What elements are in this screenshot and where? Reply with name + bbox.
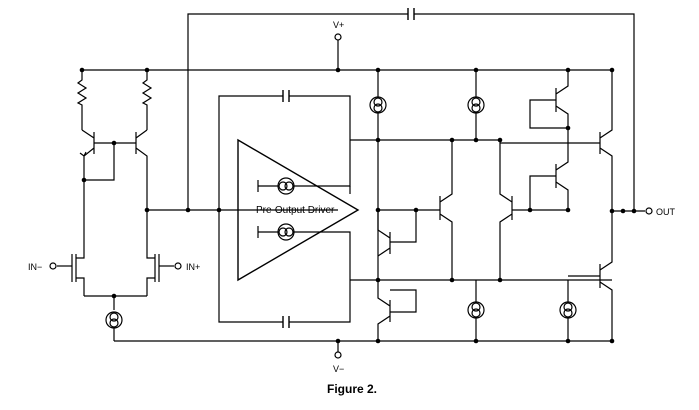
in-plus-terminal[interactable]	[174, 262, 182, 270]
mirror-base-tie	[84, 142, 136, 181]
output-current-source-3	[467, 280, 485, 341]
vplus-label: V+	[333, 20, 344, 30]
in-minus-terminal[interactable]	[49, 262, 57, 270]
input-transistor-right	[146, 250, 174, 296]
mirror-transistor-right	[135, 129, 148, 180]
negative-rail	[114, 340, 612, 352]
driver-current-source-top	[257, 140, 351, 195]
output-current-source-1	[369, 70, 387, 140]
mirror-transistor-left	[79, 129, 95, 180]
gain-transistor-2	[499, 143, 568, 280]
npn-mirror-transistor-top	[377, 210, 417, 257]
compensation-capacitor-top	[187, 8, 635, 211]
out-label: OUT	[656, 207, 676, 217]
load-resistor-left	[76, 70, 88, 130]
in-plus-label: IN+	[186, 262, 200, 272]
gain-transistor-1	[378, 140, 453, 280]
output-transistor-top	[500, 70, 613, 211]
vminus-label: V−	[333, 364, 344, 374]
output-transistor-bottom	[568, 211, 613, 341]
figure-caption: Figure 2.	[327, 382, 377, 396]
vminus-terminal[interactable]	[334, 351, 342, 359]
driver-transistor-right	[529, 140, 569, 210]
driver-current-source-bottom	[257, 223, 351, 280]
pre-output-driver-label: Pre-Output Driver	[256, 205, 335, 216]
out-terminal[interactable]	[645, 207, 653, 215]
pre-output-driver-block	[216, 90, 378, 328]
positive-rail	[82, 40, 612, 71]
bottom-npn-diode-transistor	[377, 280, 417, 341]
tail-current-source	[105, 311, 123, 341]
pnp-diode-transistor	[529, 70, 569, 140]
load-resistor-right	[141, 70, 153, 130]
in-minus-label: IN−	[28, 262, 42, 272]
output-current-source-2	[467, 70, 485, 140]
input-transistor-left	[57, 250, 85, 296]
vplus-terminal[interactable]	[334, 33, 342, 41]
output-current-source-4	[559, 280, 577, 341]
